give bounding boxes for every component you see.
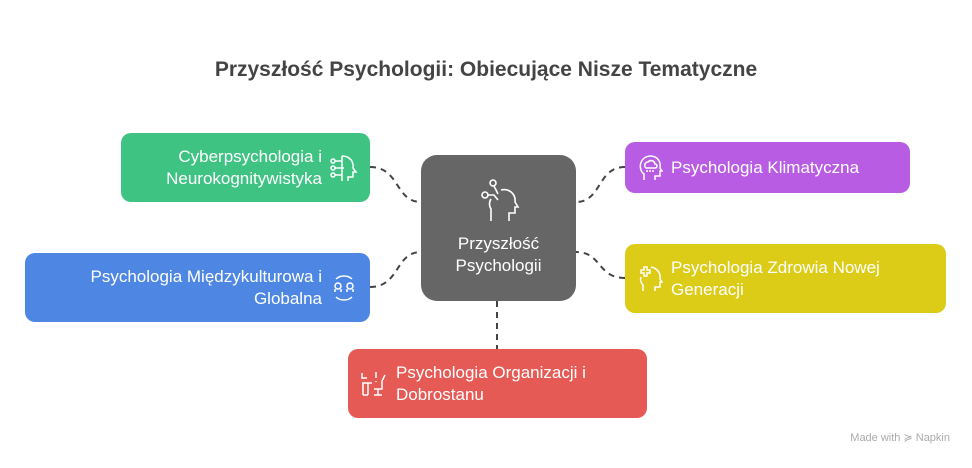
office-desk-icon xyxy=(361,371,386,396)
connector-cyber xyxy=(369,166,422,203)
connector-health xyxy=(575,251,626,279)
connector-global xyxy=(369,251,422,288)
node-label: Psychologia Organizacji i Dobrostanu xyxy=(396,362,586,404)
exchange-people-icon xyxy=(334,274,354,301)
head-circuit-icon xyxy=(480,179,519,221)
central-label-1: Przyszłość xyxy=(457,234,540,253)
node-health[interactable]: Psychologia Zdrowia Nowej Generacji xyxy=(625,244,946,313)
node-label: Cyberpsychologia i Neurokognitywistyka xyxy=(166,146,322,188)
central-label-2: Psychologii xyxy=(455,256,542,275)
connector-climate xyxy=(575,166,626,203)
node-cyberpsychology[interactable]: Cyberpsychologia i Neurokognitywistyka xyxy=(121,133,370,202)
rain-cloud-head-icon xyxy=(639,154,663,180)
node-intercultural[interactable]: Psychologia Międzykulturowa i Globalna xyxy=(25,253,370,322)
central-topic[interactable]: Przyszłość Psychologii xyxy=(421,155,576,301)
node-label: Psychologia Klimatyczna xyxy=(671,157,860,177)
node-label: Psychologia Zdrowia Nowej Generacji xyxy=(671,257,880,299)
napkin-watermark: Made with ≽ Napkin xyxy=(850,432,950,444)
node-organizational[interactable]: Psychologia Organizacji i Dobrostanu xyxy=(348,349,647,418)
circuit-head-icon xyxy=(330,154,358,181)
node-climate[interactable]: Psychologia Klimatyczna xyxy=(625,142,910,193)
node-label: Psychologia Międzykulturowa i Globalna xyxy=(90,266,323,308)
diagram-title: Przyszłość Psychologii: Obiecujące Nisze… xyxy=(214,58,758,81)
health-head-icon xyxy=(639,265,663,291)
